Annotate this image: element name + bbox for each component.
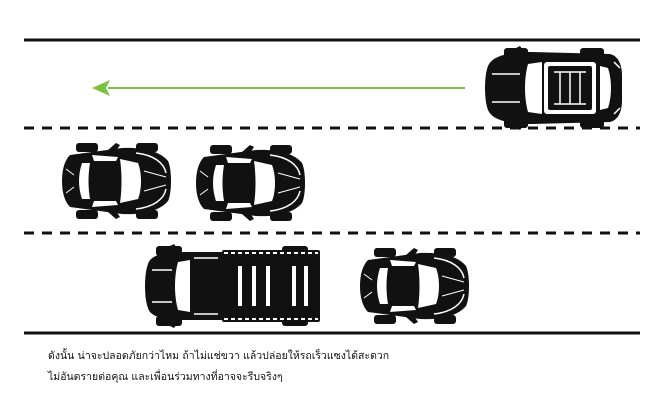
car-icon-middle-2 bbox=[195, 144, 306, 222]
suv-icon bbox=[484, 45, 623, 131]
car-icon-left-lane bbox=[359, 247, 470, 325]
truck-icon bbox=[144, 243, 321, 329]
caption-line-2: ไม่อันตรายต่อคุณ และเพื่อนร่วมทางที่อาจจ… bbox=[48, 371, 283, 383]
car-icon-middle-1 bbox=[61, 142, 172, 220]
caption-line-1: ดังนั้น น่าจะปลอดภัยกว่าไหม ถ้าไม่แช่ขวา… bbox=[48, 350, 390, 362]
caption: ดังนั้น น่าจะปลอดภัยกว่าไหม ถ้าไม่แช่ขวา… bbox=[48, 346, 648, 388]
left-arrow-icon bbox=[92, 80, 465, 96]
road-diagram bbox=[24, 38, 640, 335]
